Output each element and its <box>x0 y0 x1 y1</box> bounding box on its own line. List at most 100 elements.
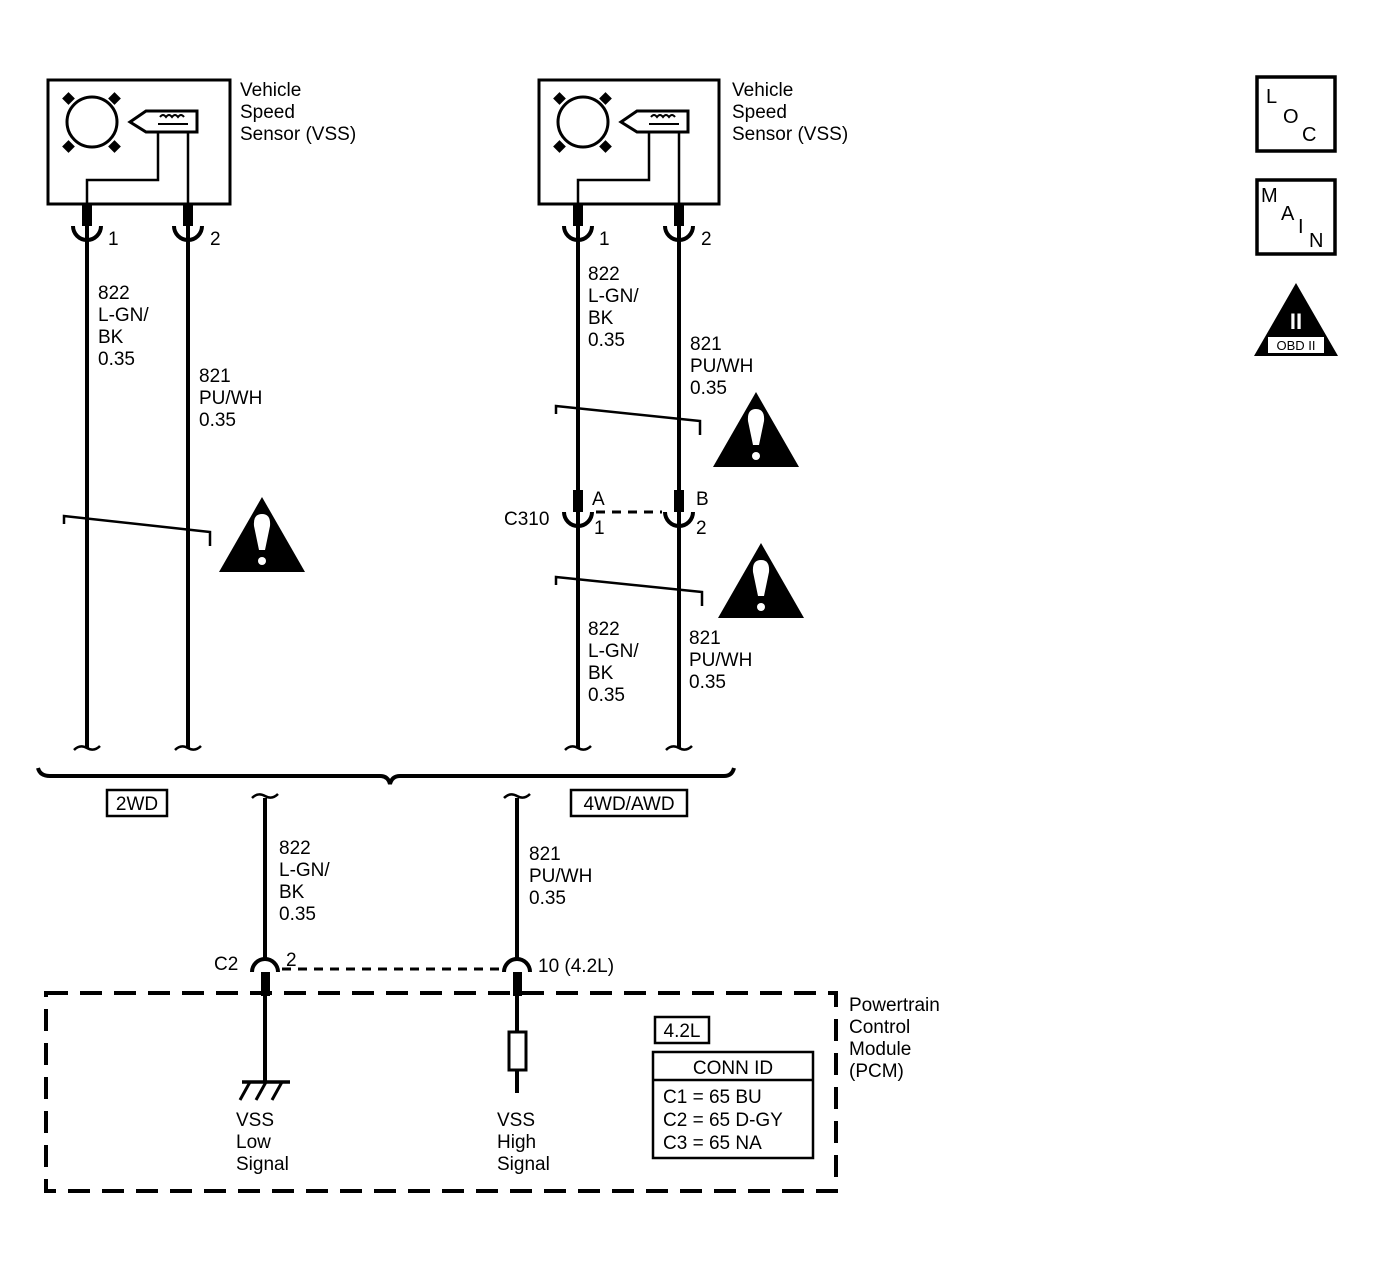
svg-text:OBD II: OBD II <box>1276 338 1315 353</box>
warning-icon[interactable] <box>713 392 799 467</box>
sensor-name-line: Speed <box>240 102 295 123</box>
svg-text:Module: Module <box>849 1039 911 1060</box>
twisted-pair-mark <box>62 514 212 546</box>
svg-text:822: 822 <box>98 283 130 304</box>
twisted-pair-mark <box>554 575 704 606</box>
option-tag-2wd: 2WD <box>105 788 169 818</box>
c310-pin-b: B <box>696 489 709 510</box>
svg-text:O: O <box>1283 106 1299 128</box>
svg-text:0.35: 0.35 <box>588 685 625 706</box>
connector-c310[interactable]: A B C310 1 2 <box>504 489 709 539</box>
loc-icon[interactable]: L O C <box>1255 75 1337 153</box>
svg-text:821: 821 <box>529 844 561 865</box>
svg-text:A: A <box>1281 203 1295 225</box>
pcm-module-border <box>44 991 838 1193</box>
pin-label: 1 <box>108 229 119 250</box>
c2-pin-low: 2 <box>286 950 297 971</box>
svg-text:0.35: 0.35 <box>529 888 566 909</box>
conn-id-title: CONN ID <box>693 1058 773 1079</box>
pcm-name: Powertrain Control Module (PCM) <box>849 995 940 1082</box>
svg-text:822: 822 <box>279 838 311 859</box>
wire-label-822-4wd-lower: 822 L-GN/ BK 0.35 <box>588 619 639 706</box>
sensor-coil-icon <box>618 109 690 134</box>
svg-text:PU/WH: PU/WH <box>199 388 262 409</box>
c2-pin-high: 10 (4.2L) <box>538 956 614 977</box>
svg-text:N: N <box>1309 230 1323 252</box>
vss-2wd-pins: 1 2 <box>71 204 221 250</box>
sensor-name-line: Sensor (VSS) <box>732 124 848 145</box>
c310-pin-1: 1 <box>594 518 605 539</box>
vss-sensor-2wd: Vehicle Speed Sensor (VSS) <box>46 78 356 208</box>
warning-icon[interactable] <box>718 543 804 618</box>
conn-id-row: C3 = 65 NA <box>663 1133 762 1154</box>
svg-text:2WD: 2WD <box>116 794 158 815</box>
svg-text:0.35: 0.35 <box>690 378 727 399</box>
wire-label-822-4wd-upper: 822 L-GN/ BK 0.35 <box>588 264 639 351</box>
svg-text:II: II <box>1290 309 1302 334</box>
conn-id-table: CONN ID C1 = 65 BU C2 = 65 D-GY C3 = 65 … <box>651 1050 815 1160</box>
svg-text:VSS: VSS <box>236 1110 274 1131</box>
svg-text:822: 822 <box>588 619 620 640</box>
vss-sensor-4wd: Vehicle Speed Sensor (VSS) <box>537 78 848 208</box>
svg-text:BK: BK <box>279 882 305 903</box>
svg-text:Control: Control <box>849 1017 910 1038</box>
connector-c2[interactable]: C2 2 10 (4.2L) <box>214 950 614 977</box>
svg-text:0.35: 0.35 <box>689 672 726 693</box>
svg-text:Signal: Signal <box>236 1154 289 1175</box>
svg-text:PU/WH: PU/WH <box>529 866 592 887</box>
wire-label-821-4wd-upper: 821 PU/WH 0.35 <box>690 334 753 399</box>
wire-label-821-2wd: 821 PU/WH 0.35 <box>199 366 262 431</box>
sensor-name-line: Vehicle <box>240 80 301 101</box>
vss-4wd-pins: 1 2 <box>562 204 712 250</box>
svg-text:821: 821 <box>199 366 231 387</box>
svg-text:C: C <box>1302 124 1316 146</box>
warning-icon[interactable] <box>219 497 305 572</box>
svg-text:L-GN/: L-GN/ <box>279 860 330 881</box>
sensor-name-line: Speed <box>732 102 787 123</box>
sensor-gear-icon <box>62 92 121 153</box>
svg-text:BK: BK <box>588 308 614 329</box>
ground-icon <box>238 1080 290 1101</box>
svg-text:L: L <box>1266 86 1277 108</box>
svg-text:Signal: Signal <box>497 1154 550 1175</box>
svg-text:L-GN/: L-GN/ <box>588 641 639 662</box>
svg-text:4WD/AWD: 4WD/AWD <box>583 794 674 815</box>
svg-text:4.2L: 4.2L <box>664 1021 701 1042</box>
option-brace <box>36 767 736 785</box>
pin-label: 2 <box>210 229 221 250</box>
c310-pin-a: A <box>592 489 605 510</box>
sensor-gear-icon <box>553 92 612 153</box>
svg-text:L-GN/: L-GN/ <box>98 305 149 326</box>
conn-id-row: C1 = 65 BU <box>663 1087 762 1108</box>
pin-label: 1 <box>599 229 610 250</box>
svg-text:I: I <box>1298 216 1304 238</box>
sensor-name-line: Sensor (VSS) <box>240 124 356 145</box>
vss-high-signal-label: VSS High Signal <box>497 1110 550 1175</box>
svg-text:M: M <box>1261 185 1278 207</box>
svg-text:0.35: 0.35 <box>279 904 316 925</box>
wire-label-822-pcm: 822 L-GN/ BK 0.35 <box>279 838 330 925</box>
sensor-name-line: Vehicle <box>732 80 793 101</box>
svg-text:0.35: 0.35 <box>199 410 236 431</box>
obd-ii-icon[interactable]: II OBD II <box>1254 283 1338 356</box>
twisted-pair-mark <box>554 404 702 435</box>
svg-text:High: High <box>497 1132 536 1153</box>
svg-text:822: 822 <box>588 264 620 285</box>
pin-label: 2 <box>701 229 712 250</box>
main-icon[interactable]: M A I N <box>1255 178 1337 256</box>
svg-text:VSS: VSS <box>497 1110 535 1131</box>
svg-text:PU/WH: PU/WH <box>689 650 752 671</box>
svg-text:0.35: 0.35 <box>98 349 135 370</box>
sensor-coil-icon <box>127 109 199 134</box>
option-tag-4wd-awd: 4WD/AWD <box>569 788 689 818</box>
c2-label: C2 <box>214 954 238 975</box>
svg-text:821: 821 <box>690 334 722 355</box>
conn-id-row: C2 = 65 D-GY <box>663 1110 783 1131</box>
vss-low-signal-label: VSS Low Signal <box>236 1110 289 1175</box>
engine-tag: 4.2L <box>653 1015 711 1045</box>
svg-text:Low: Low <box>236 1132 271 1153</box>
svg-text:BK: BK <box>98 327 124 348</box>
resistor-icon <box>507 1030 528 1072</box>
svg-text:BK: BK <box>588 663 614 684</box>
